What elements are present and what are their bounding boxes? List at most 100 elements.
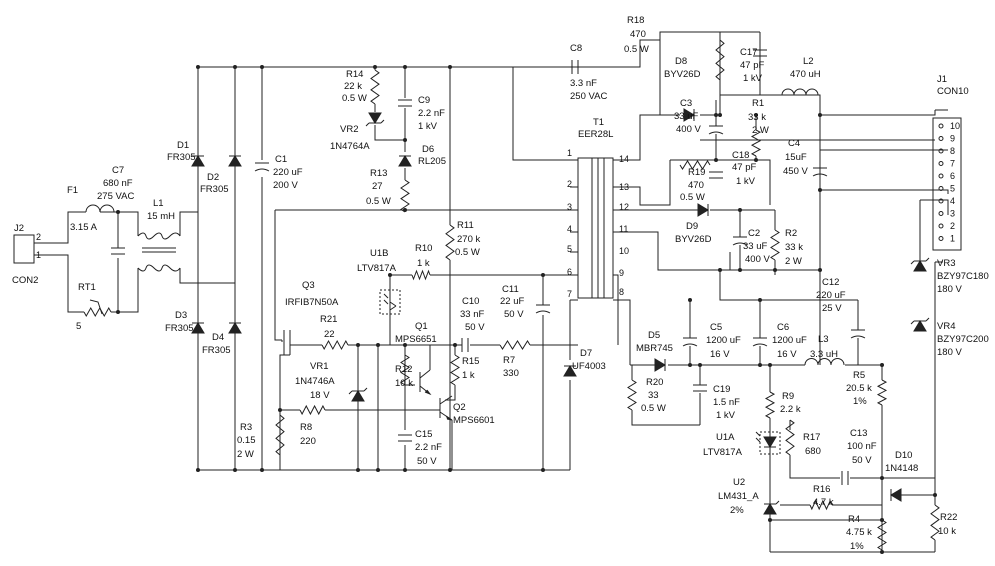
r8-ref: R8	[300, 422, 312, 433]
resistor-r20	[627, 379, 637, 411]
r2-rating: 2 W	[785, 256, 802, 267]
c8-value: 3.3 nF	[570, 78, 597, 89]
j1-ref: J1	[937, 74, 947, 85]
capacitor-c9	[398, 99, 412, 107]
j1-pin-1: 1	[950, 234, 955, 244]
c4-value: 15uF	[785, 152, 807, 163]
j1-pin-8: 8	[950, 146, 955, 156]
d6-ref: D6	[422, 144, 434, 155]
c5-rating: 16 V	[710, 349, 730, 360]
d1-value: FR305	[167, 152, 196, 163]
optocoupler-u1a	[755, 431, 781, 455]
zener-vr1	[348, 387, 368, 402]
r16-value: 4.7 k	[813, 497, 834, 508]
r2-ref: R2	[785, 228, 797, 239]
r11-value: 270 k	[457, 234, 480, 245]
c19-value: 1.5 nF	[713, 397, 740, 408]
q2-value: MPS6601	[453, 415, 495, 426]
diode-d8	[683, 108, 695, 122]
t1-pin-10: 10	[619, 246, 629, 256]
diode-d2	[228, 155, 242, 167]
r20-value: 33	[648, 390, 659, 401]
u2-value: LM431_A	[718, 491, 759, 502]
vr3-value: BZY97C180	[937, 271, 989, 282]
r19-rating: 0.5 W	[680, 192, 705, 203]
r1-rating: 2 W	[752, 125, 769, 136]
r12-value: 10 k	[395, 378, 413, 389]
resistor-r19	[679, 160, 711, 170]
diode-d1	[191, 155, 205, 167]
u2-ref: U2	[733, 477, 745, 488]
t1-pin-11: 11	[619, 224, 628, 234]
fuse-f1	[85, 204, 115, 213]
j1-pin-6: 6	[950, 171, 955, 181]
c19-ref: C19	[713, 384, 730, 395]
r3-value: 0.15	[237, 435, 256, 446]
c10-ref: C10	[462, 296, 479, 307]
r12-ref: R12	[395, 364, 412, 375]
capacitor-c17	[753, 49, 767, 57]
vr1-rating: 18 V	[310, 390, 330, 401]
l1-value: 15 mH	[147, 211, 175, 222]
l3-value: 3.3 uH	[810, 349, 838, 360]
connector-j2: J2 2 1 CON2	[12, 223, 44, 286]
rt1-ref: RT1	[78, 282, 96, 293]
capacitor-c5	[682, 337, 698, 347]
diode-d7	[563, 365, 577, 377]
capacitor-c2	[732, 236, 748, 246]
diode-d3	[191, 322, 205, 334]
c3-rating: 400 V	[676, 124, 701, 135]
capacitor-c11	[535, 304, 551, 314]
c18-rating: 1 kV	[736, 176, 756, 187]
c8-rating: 250 VAC	[570, 91, 607, 102]
t1-pin-9: 9	[619, 268, 624, 278]
inductor-l3	[804, 358, 845, 366]
c10-value: 33 nF	[460, 309, 484, 320]
d10-value: 1N4148	[885, 463, 918, 474]
f1-ref: F1	[67, 185, 78, 196]
c11-rating: 50 V	[504, 309, 524, 320]
resistor-r11	[445, 224, 455, 261]
capacitor-c4	[812, 167, 828, 177]
zener-vr3	[910, 257, 930, 272]
vr3-rating: 180 V	[937, 284, 962, 295]
d3-ref: D3	[175, 310, 187, 321]
c2-value: 33 uF	[743, 241, 767, 252]
d8-value: BYV26D	[664, 69, 701, 80]
j1-pin-10: 10	[950, 121, 960, 131]
t1-pin-5: 5	[567, 244, 572, 254]
r19-value: 470	[688, 180, 704, 191]
r1-value: 33 k	[748, 112, 766, 123]
resistor-r1	[750, 129, 762, 157]
r9-ref: R9	[782, 391, 794, 402]
resistor-r16	[809, 499, 833, 511]
capacitor-c3	[708, 125, 724, 135]
t1-pin-7: 7	[567, 289, 572, 299]
j1-name: CON10	[937, 86, 969, 97]
c4-rating: 450 V	[783, 166, 808, 177]
r18-rating: 0.5 W	[624, 44, 649, 55]
u1a-value: LTV817A	[703, 447, 743, 458]
t1-ref: T1	[593, 117, 604, 128]
c7-ref: C7	[112, 165, 124, 176]
optocoupler-u1b	[379, 289, 401, 322]
r15-value: 1 k	[462, 370, 475, 381]
r16-ref: R16	[813, 484, 830, 495]
optocoupler-u1a-led	[763, 436, 777, 448]
t1-pin-1: 1	[567, 148, 572, 158]
j1-pin-7: 7	[950, 159, 955, 169]
j1-pin-9: 9	[950, 134, 955, 144]
inductor-l2	[781, 88, 819, 96]
r1-ref: R1	[752, 98, 764, 109]
c1-value: 220 uF	[273, 167, 303, 178]
resistor-r7	[499, 340, 531, 350]
capacitor-c19	[693, 384, 707, 392]
c13-rating: 50 V	[852, 455, 872, 466]
c9-rating: 1 kV	[418, 121, 438, 132]
c10-rating: 50 V	[465, 322, 485, 333]
c17-rating: 1 kV	[743, 73, 763, 84]
t1-pin-2: 2	[567, 179, 572, 189]
j2-name: CON2	[12, 275, 38, 286]
capacitor-c6	[752, 337, 768, 347]
shunt-regulator-u2	[763, 500, 780, 515]
